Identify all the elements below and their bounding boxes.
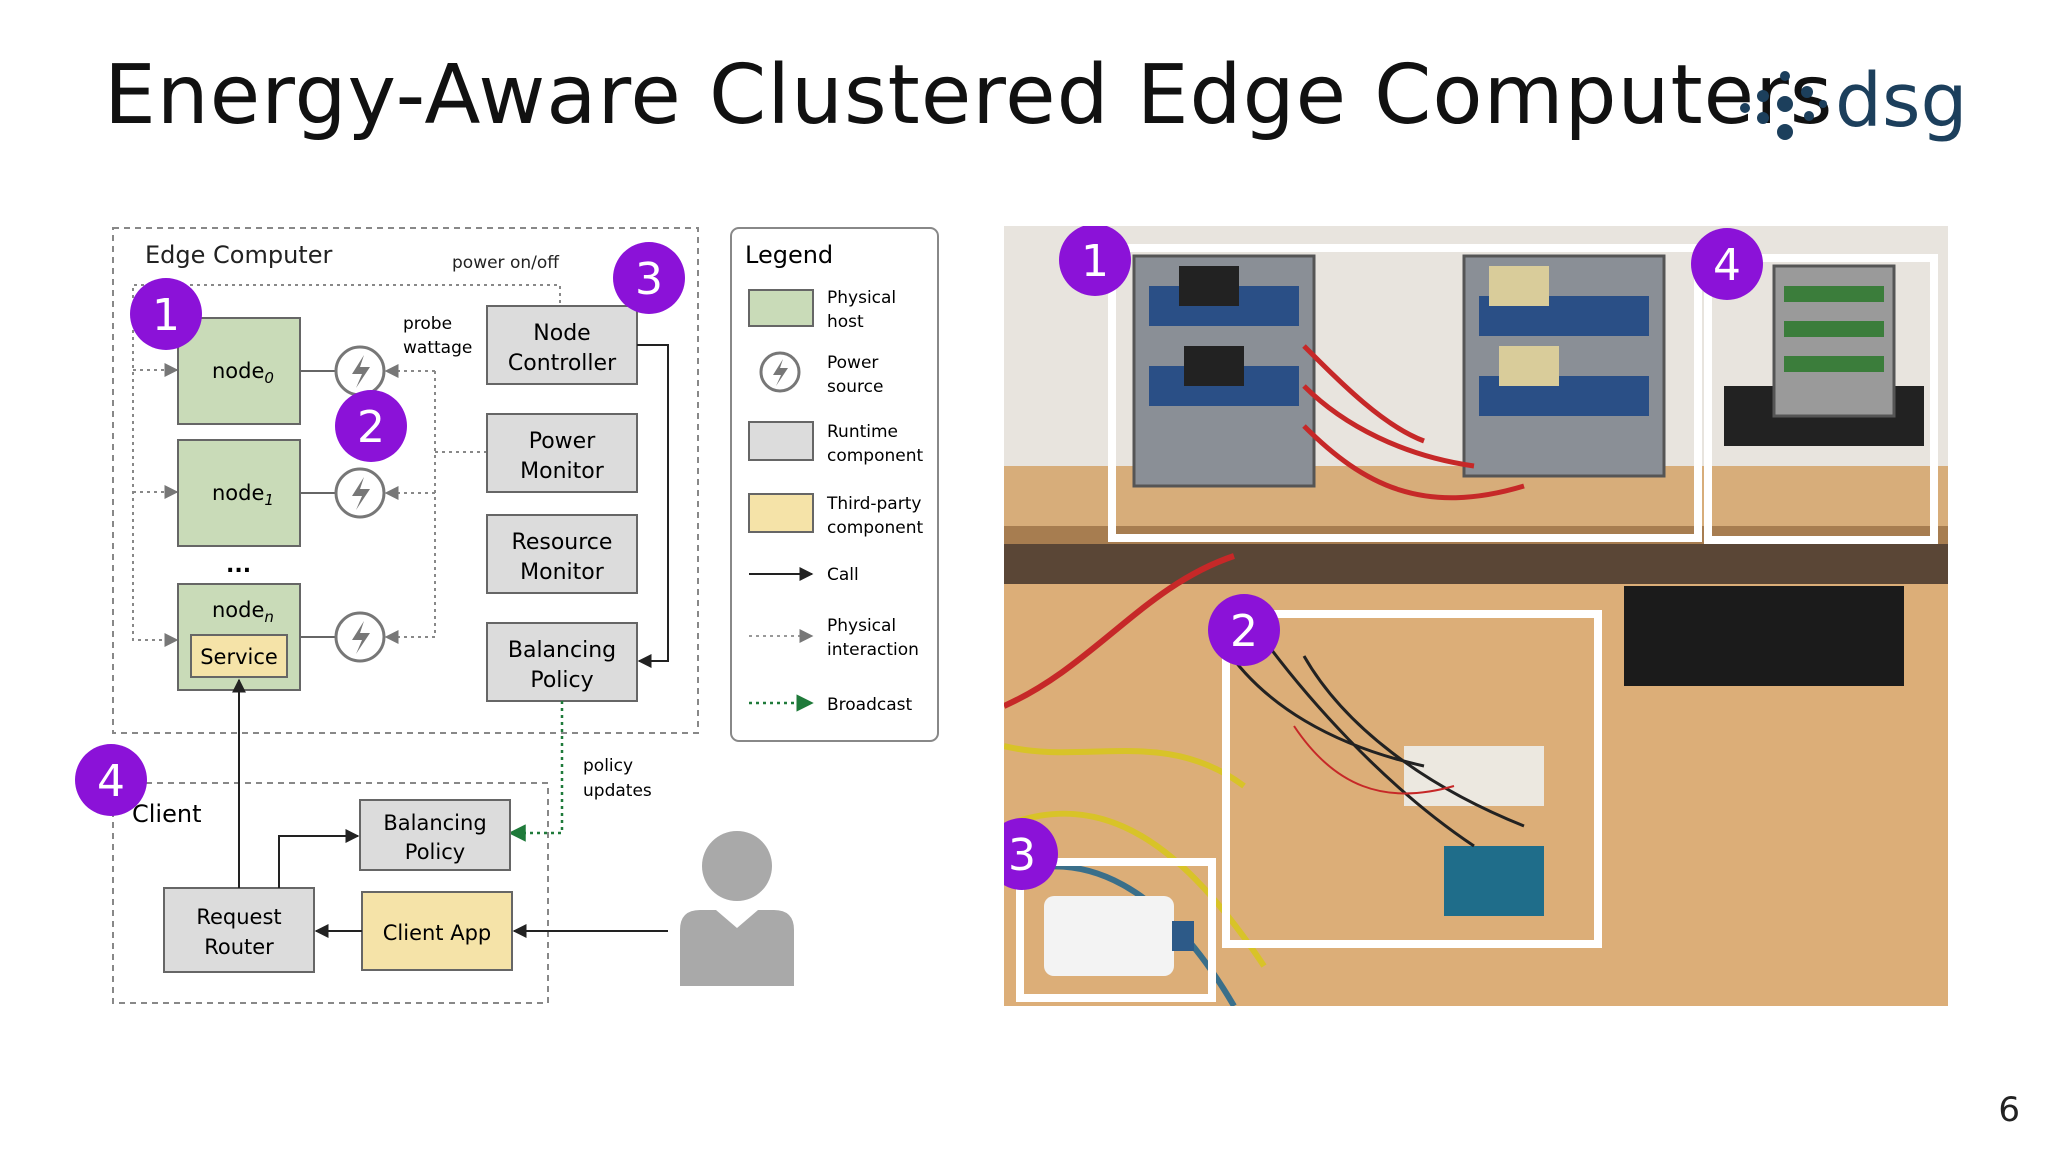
legend-power-source-icon xyxy=(759,351,801,393)
legend-label: Call xyxy=(827,565,859,585)
legend-label: Power xyxy=(827,353,878,373)
balancing-policy-label: Policy xyxy=(530,668,593,693)
policy-updates-label: updates xyxy=(583,781,652,801)
marker-4: 4 xyxy=(75,744,147,816)
resource-monitor-label: Resource xyxy=(512,530,613,555)
node-1-label: node1 xyxy=(212,481,274,509)
client-balancing-policy-label: Policy xyxy=(405,840,465,864)
client-label: Client xyxy=(132,800,201,828)
node-1 xyxy=(177,439,301,547)
legend-third-party-swatch xyxy=(748,493,814,533)
legend-label: source xyxy=(827,377,883,397)
svg-text:4: 4 xyxy=(1713,240,1741,291)
node-0-label: node0 xyxy=(212,359,274,387)
legend-label: host xyxy=(827,312,864,332)
svg-text:4: 4 xyxy=(97,756,125,807)
svg-text:2: 2 xyxy=(357,402,385,453)
node-controller-box xyxy=(486,305,638,385)
photo-marker-4: 4 xyxy=(1691,228,1763,300)
svg-text:1: 1 xyxy=(152,290,180,341)
highlight-box-2 xyxy=(1222,610,1602,948)
nodes-ellipsis: ... xyxy=(226,553,251,578)
wattage-probe-breadboard xyxy=(1222,625,1544,916)
client-app-label: Client App xyxy=(383,921,492,945)
balancing-policy-label: Balancing xyxy=(508,638,616,663)
balancing-policy-box xyxy=(486,622,638,702)
legend-label: Runtime xyxy=(827,422,898,442)
resource-monitor-box xyxy=(486,514,638,594)
node-controller-label: Controller xyxy=(508,351,617,376)
legend-label: Physical xyxy=(827,288,896,308)
dsg-logo: dsg xyxy=(1735,58,1968,148)
power-adapters xyxy=(1624,586,1904,686)
edge-computer-label: Edge Computer xyxy=(145,241,332,269)
legend-physical-host-swatch xyxy=(748,289,814,327)
power-on-off-label: power on/off xyxy=(452,253,560,273)
power-monitor-label: Monitor xyxy=(520,459,605,484)
page-number: 6 xyxy=(1998,1090,2020,1130)
service-label: Service xyxy=(200,645,278,669)
request-router-label: Request xyxy=(196,905,281,929)
highlight-box-3 xyxy=(1016,858,1216,1002)
photo-marker-3: 3 xyxy=(1004,818,1058,890)
svg-text:3: 3 xyxy=(635,254,663,305)
photo-marker-2: 2 xyxy=(1208,594,1280,666)
node-controller-label: Node xyxy=(533,321,590,346)
request-router-label: Router xyxy=(204,935,274,959)
svg-text:3: 3 xyxy=(1008,830,1036,881)
photo-marker-1: 1 xyxy=(1059,226,1131,296)
node-n-label: noden xyxy=(212,598,274,626)
raspberry-pi-stack xyxy=(1724,264,1924,446)
testbed-photo: 1 4 2 3 xyxy=(1004,226,1948,1006)
edge-computer-box xyxy=(112,227,699,734)
marker-3: 3 xyxy=(613,242,685,314)
legend-label: component xyxy=(827,518,924,538)
service-box xyxy=(190,634,288,678)
cluster-boards xyxy=(1132,254,1666,501)
power-source-icon xyxy=(300,611,386,663)
user-icon xyxy=(680,831,794,986)
legend-title: Legend xyxy=(745,241,833,269)
wattage-label: wattage xyxy=(403,338,472,358)
logo-dots-icon xyxy=(1740,71,1827,140)
highlight-box-4 xyxy=(1704,254,1938,544)
svg-text:1: 1 xyxy=(1081,236,1109,287)
client-box xyxy=(112,782,549,1004)
request-router-box xyxy=(163,887,315,973)
marker-1: 1 xyxy=(130,278,202,350)
power-monitor-box xyxy=(486,413,638,493)
legend-label: Third-party xyxy=(826,494,921,514)
router-device xyxy=(1044,896,1194,976)
marker-2: 2 xyxy=(335,390,407,462)
resource-monitor-label: Monitor xyxy=(520,560,605,585)
client-balancing-policy-label: Balancing xyxy=(383,811,486,835)
client-balancing-policy-box xyxy=(359,799,511,871)
highlight-box-1 xyxy=(1108,244,1702,542)
client-app-box xyxy=(361,891,513,971)
svg-text:2: 2 xyxy=(1230,606,1258,657)
legend-label: Physical xyxy=(827,616,896,636)
probe-label: probe xyxy=(403,314,452,334)
legend-label: component xyxy=(827,446,924,466)
logo-text: dsg xyxy=(1835,58,1968,144)
slide-title: Energy-Aware Clustered Edge Computers xyxy=(104,48,1834,143)
legend-runtime-swatch xyxy=(748,421,814,461)
power-monitor-label: Power xyxy=(529,429,596,454)
power-source-icon xyxy=(300,345,386,397)
legend-label: Broadcast xyxy=(827,695,913,715)
policy-updates-label: policy xyxy=(583,756,633,776)
legend-label: interaction xyxy=(827,640,919,660)
power-source-icon xyxy=(300,467,386,519)
